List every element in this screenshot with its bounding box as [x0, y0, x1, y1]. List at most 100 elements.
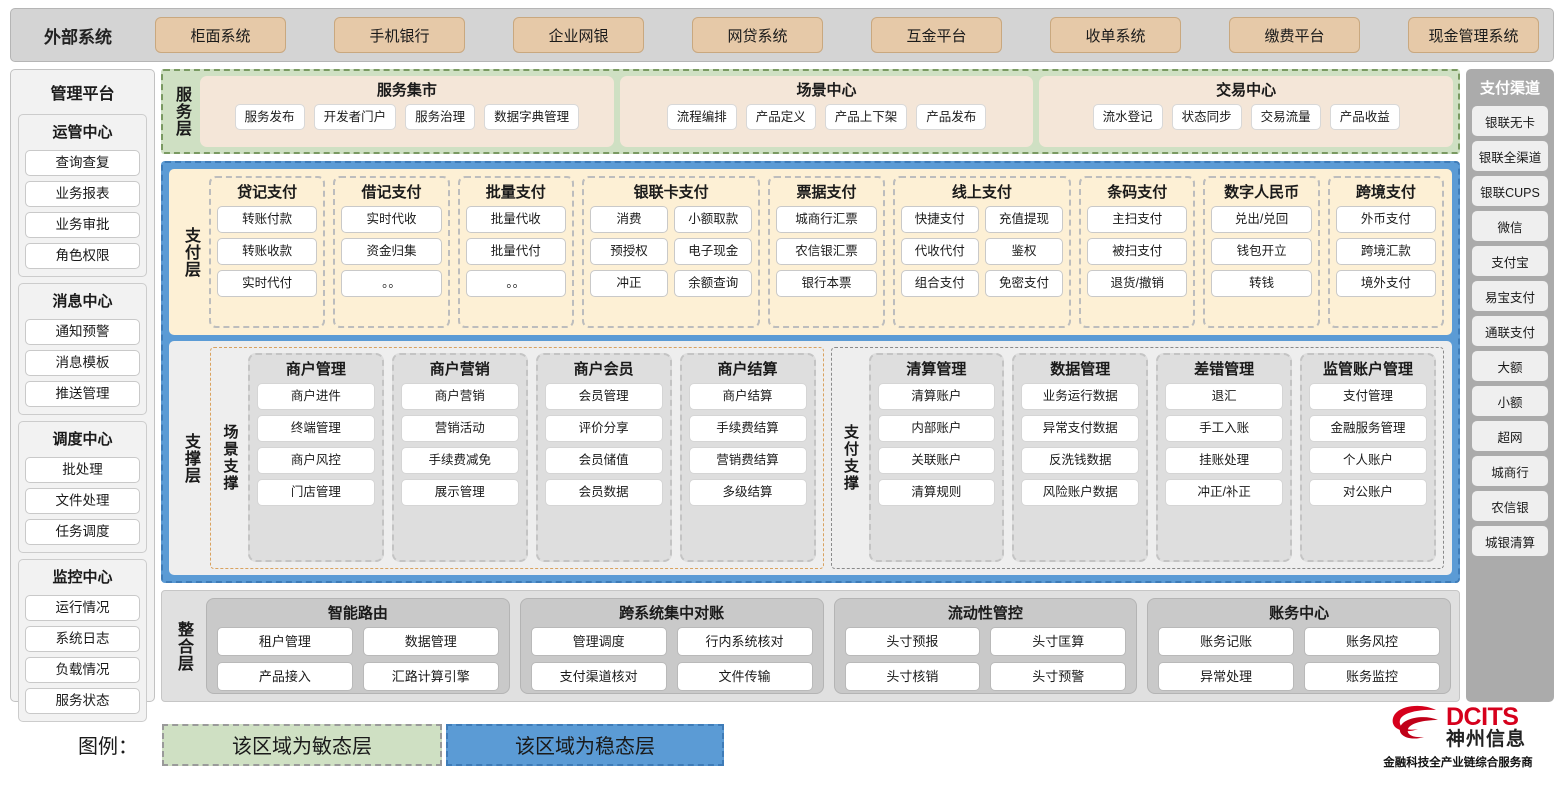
integration-item[interactable]: 头寸预报: [844, 627, 981, 656]
payment-channel-item[interactable]: 小额: [1472, 386, 1548, 416]
integration-item[interactable]: 行内系统核对: [676, 627, 813, 656]
support-item[interactable]: 手续费结算: [688, 415, 807, 442]
payment-item[interactable]: 农信银汇票: [776, 238, 877, 265]
integration-item[interactable]: 文件传输: [676, 662, 813, 691]
support-item[interactable]: 清算规则: [877, 479, 996, 506]
payment-item[interactable]: 兑出/兑回: [1211, 206, 1312, 233]
external-system-item[interactable]: 企业网银: [513, 17, 644, 53]
admin-menu-item[interactable]: 角色权限: [25, 243, 140, 269]
support-item[interactable]: 冲正/补正: [1165, 479, 1284, 506]
support-item[interactable]: 金融服务管理: [1309, 415, 1427, 442]
external-system-item[interactable]: 互金平台: [871, 17, 1002, 53]
service-item[interactable]: 数据字典管理: [484, 104, 580, 130]
payment-item[interactable]: 外币支付: [1335, 206, 1437, 233]
payment-item[interactable]: 批量代收: [465, 206, 566, 233]
service-item[interactable]: 产品发布: [916, 104, 987, 130]
payment-channel-item[interactable]: 银联无卡: [1472, 106, 1548, 136]
payment-channel-item[interactable]: 易宝支付: [1472, 281, 1548, 311]
payment-item[interactable]: 转账收款: [217, 238, 318, 265]
support-item[interactable]: 商户营销: [400, 383, 519, 410]
integration-item[interactable]: 异常处理: [1158, 662, 1295, 691]
payment-item[interactable]: 被扫支付: [1087, 238, 1188, 265]
support-item[interactable]: 支付管理: [1309, 383, 1427, 410]
support-item[interactable]: 退汇: [1165, 383, 1284, 410]
payment-item[interactable]: 转账付款: [217, 206, 318, 233]
admin-menu-item[interactable]: 业务审批: [25, 212, 140, 238]
payment-channel-item[interactable]: 大额: [1472, 351, 1548, 381]
payment-channel-item[interactable]: 支付宝: [1472, 246, 1548, 276]
integration-item[interactable]: 头寸核销: [844, 662, 981, 691]
external-system-item[interactable]: 现金管理系统: [1408, 17, 1539, 53]
support-item[interactable]: 营销费结算: [688, 447, 807, 474]
admin-menu-item[interactable]: 批处理: [25, 457, 140, 483]
support-item[interactable]: 清算账户: [877, 383, 996, 410]
integration-item[interactable]: 租户管理: [217, 627, 353, 656]
payment-channel-item[interactable]: 农信银: [1472, 491, 1548, 521]
support-item[interactable]: 商户结算: [688, 383, 807, 410]
service-item[interactable]: 流程编排: [666, 104, 737, 130]
admin-menu-item[interactable]: 负载情况: [25, 657, 140, 683]
support-item[interactable]: 商户进件: [257, 383, 375, 410]
payment-item[interactable]: 。。: [465, 270, 566, 297]
payment-item[interactable]: 主扫支付: [1087, 206, 1188, 233]
payment-item[interactable]: 余额查询: [674, 270, 753, 297]
admin-menu-item[interactable]: 查询查复: [25, 150, 140, 176]
admin-menu-item[interactable]: 推送管理: [25, 381, 140, 407]
service-item[interactable]: 产品收益: [1329, 104, 1400, 130]
payment-item[interactable]: 跨境汇款: [1335, 238, 1437, 265]
payment-item[interactable]: 鉴权: [984, 238, 1064, 265]
integration-item[interactable]: 账务风控: [1304, 627, 1440, 656]
integration-item[interactable]: 头寸匡算: [990, 627, 1127, 656]
support-item[interactable]: 挂账处理: [1165, 447, 1284, 474]
support-item[interactable]: 内部账户: [877, 415, 996, 442]
support-item[interactable]: 会员储值: [544, 447, 663, 474]
admin-menu-item[interactable]: 通知预警: [25, 319, 140, 345]
payment-item[interactable]: 小额取款: [674, 206, 753, 233]
admin-menu-item[interactable]: 任务调度: [25, 519, 140, 545]
payment-item[interactable]: 退货/撤销: [1087, 270, 1188, 297]
admin-menu-item[interactable]: 消息模板: [25, 350, 140, 376]
payment-item[interactable]: 银行本票: [776, 270, 877, 297]
integration-item[interactable]: 数据管理: [362, 627, 499, 656]
service-item[interactable]: 产品上下架: [824, 104, 908, 130]
payment-item[interactable]: 批量代付: [465, 238, 566, 265]
support-item[interactable]: 营销活动: [400, 415, 519, 442]
payment-channel-item[interactable]: 微信: [1472, 211, 1548, 241]
payment-item[interactable]: 转钱: [1211, 270, 1312, 297]
support-item[interactable]: 商户风控: [257, 447, 375, 474]
support-item[interactable]: 展示管理: [400, 479, 519, 506]
support-item[interactable]: 会员管理: [544, 383, 663, 410]
external-system-item[interactable]: 缴费平台: [1229, 17, 1360, 53]
admin-menu-item[interactable]: 系统日志: [25, 626, 140, 652]
integration-item[interactable]: 管理调度: [530, 627, 667, 656]
admin-menu-item[interactable]: 业务报表: [25, 181, 140, 207]
payment-item[interactable]: 快捷支付: [900, 206, 979, 233]
admin-menu-item[interactable]: 服务状态: [25, 688, 140, 714]
external-system-item[interactable]: 柜面系统: [155, 17, 286, 53]
service-item[interactable]: 服务发布: [234, 104, 305, 130]
payment-item[interactable]: 消费: [589, 206, 669, 233]
support-item[interactable]: 对公账户: [1309, 479, 1427, 506]
service-item[interactable]: 开发者门户: [313, 104, 397, 130]
integration-item[interactable]: 账务监控: [1304, 662, 1440, 691]
admin-menu-item[interactable]: 运行情况: [25, 595, 140, 621]
payment-item[interactable]: 境外支付: [1335, 270, 1437, 297]
support-item[interactable]: 门店管理: [257, 479, 375, 506]
external-system-item[interactable]: 网贷系统: [692, 17, 823, 53]
integration-item[interactable]: 汇路计算引擎: [362, 662, 499, 691]
support-item[interactable]: 手工入账: [1165, 415, 1284, 442]
external-system-item[interactable]: 手机银行: [334, 17, 465, 53]
payment-item[interactable]: 实时代付: [217, 270, 318, 297]
support-item[interactable]: 个人账户: [1309, 447, 1427, 474]
payment-channel-item[interactable]: 城银清算: [1472, 526, 1548, 556]
support-item[interactable]: 手续费减免: [400, 447, 519, 474]
payment-item[interactable]: 预授权: [589, 238, 669, 265]
payment-item[interactable]: 资金归集: [341, 238, 442, 265]
service-item[interactable]: 流水登记: [1092, 104, 1163, 130]
support-item[interactable]: 业务运行数据: [1021, 383, 1140, 410]
payment-channel-item[interactable]: 银联全渠道: [1472, 141, 1548, 171]
admin-menu-item[interactable]: 文件处理: [25, 488, 140, 514]
support-item[interactable]: 异常支付数据: [1021, 415, 1140, 442]
support-item[interactable]: 终端管理: [257, 415, 375, 442]
payment-item[interactable]: 组合支付: [900, 270, 979, 297]
